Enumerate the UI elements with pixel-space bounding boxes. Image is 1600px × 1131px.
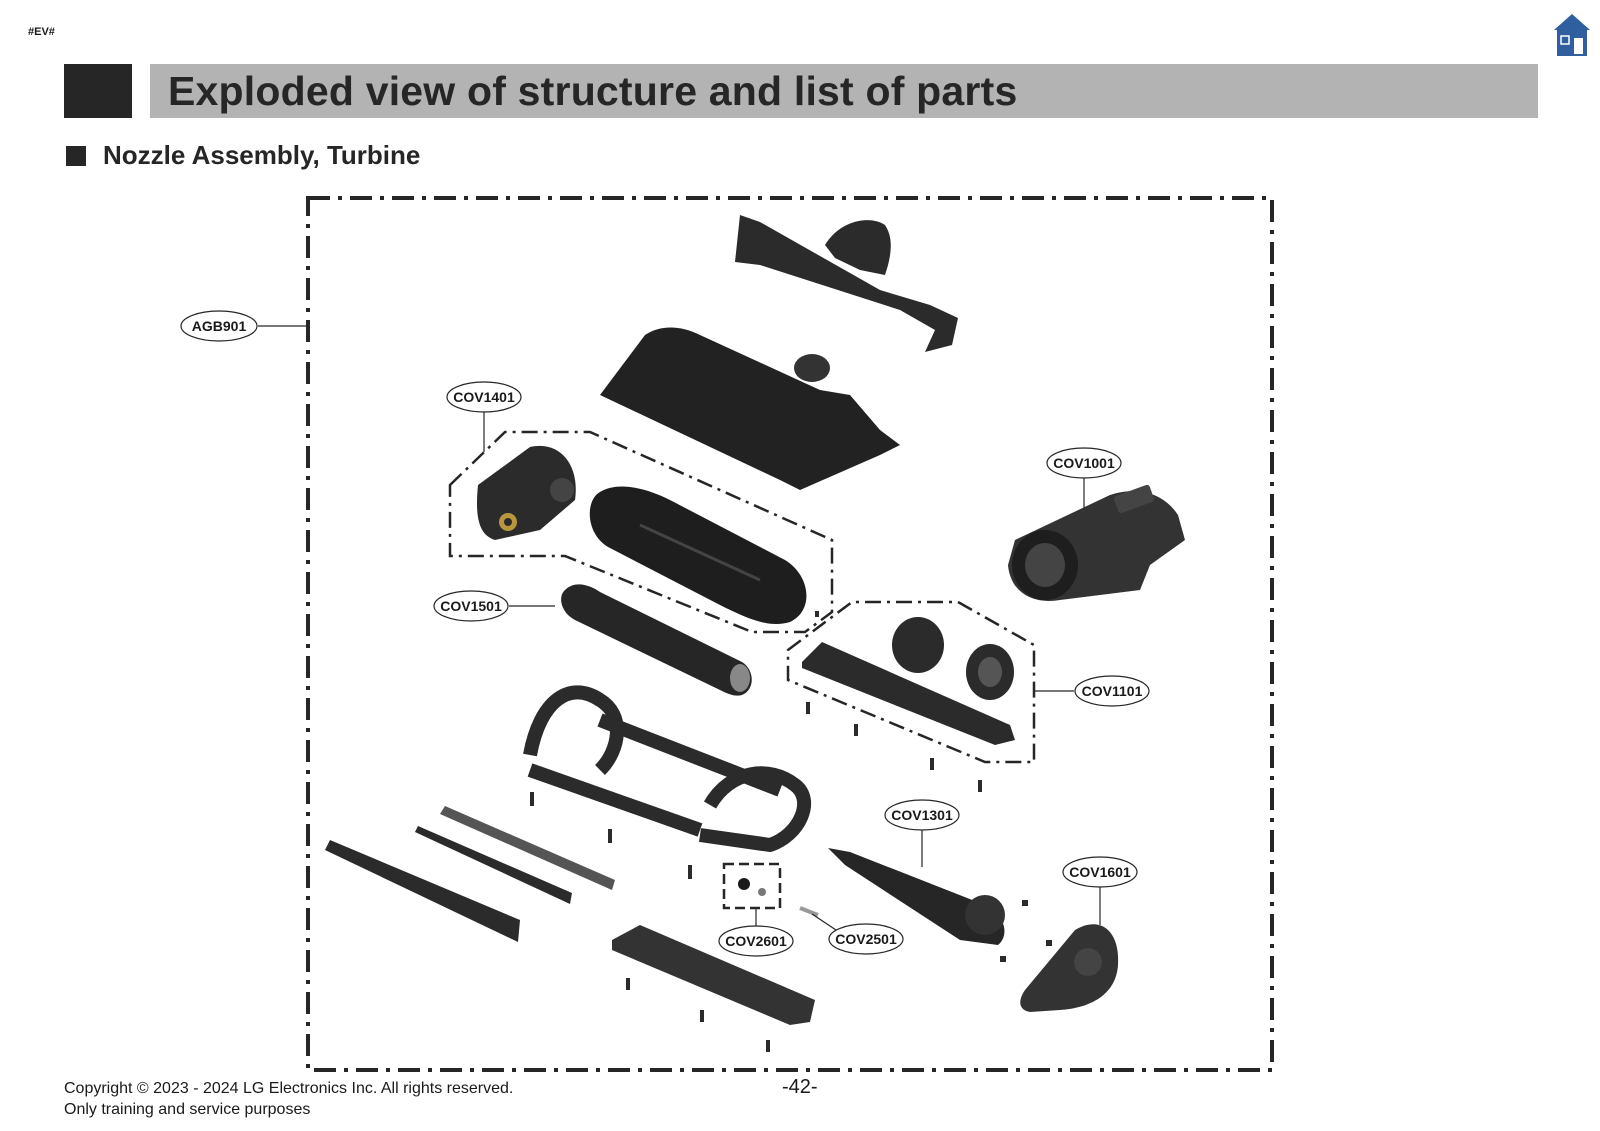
callout-agb901[interactable]: AGB901 [180, 310, 308, 342]
copyright-text: Copyright © 2023 - 2024 LG Electronics I… [64, 1080, 514, 1097]
callout-label: COV1601 [1069, 864, 1131, 880]
callout-label: COV1401 [453, 389, 515, 405]
part-sole-plate [612, 925, 815, 1025]
part-drive-shaft [828, 848, 1005, 945]
part-small-washer [758, 888, 766, 896]
part-side-cover [1020, 924, 1119, 1012]
screws [530, 611, 1052, 1052]
page-title: Exploded view of structure and list of p… [168, 67, 1018, 114]
part-front-bumper-strips [325, 806, 615, 942]
home-icon [1554, 14, 1590, 56]
callout-label: COV2501 [835, 931, 897, 947]
subassembly-boundary-wheels [786, 600, 1036, 764]
title-accent-block [64, 64, 132, 118]
callout-cov1401[interactable]: COV1401 [446, 381, 522, 452]
callout-label: COV2601 [725, 933, 787, 949]
callout-label: COV1501 [440, 598, 502, 614]
part-brush-end-cap [476, 445, 576, 540]
part-main-housing [600, 327, 900, 490]
document-tag: #EV# [28, 26, 55, 38]
usage-note: Only training and service purposes [64, 1101, 311, 1118]
callout-cov2601[interactable]: COV2601 [718, 908, 794, 957]
callout-label: COV1001 [1053, 455, 1115, 471]
callout-label: AGB901 [192, 318, 247, 334]
part-rear-roller [561, 584, 752, 696]
subassembly-boundary-brush [448, 430, 834, 634]
callout-label: COV1301 [891, 807, 953, 823]
part-small-bearing [738, 878, 750, 890]
part-chassis-frame [523, 685, 812, 852]
callout-cov2501[interactable]: COV2501 [811, 913, 904, 955]
home-button[interactable] [1552, 12, 1592, 58]
section-heading: Nozzle Assembly, Turbine [66, 140, 420, 171]
callout-cov1601[interactable]: COV1601 [1062, 856, 1138, 925]
part-brush-roll [589, 486, 807, 625]
subassembly-boundary-small [722, 862, 782, 910]
callout-cov1301[interactable]: COV1301 [884, 799, 960, 867]
part-pin [799, 906, 819, 917]
title-bar: Exploded view of structure and list of p… [150, 64, 1538, 118]
part-top-cover [735, 215, 958, 352]
part-motor-housing [1008, 484, 1185, 601]
assembly-boundary [306, 196, 1274, 1072]
part-wheel-carrier [802, 617, 1015, 745]
callout-cov1001[interactable]: COV1001 [1046, 447, 1122, 518]
page-number: -42- [782, 1076, 818, 1098]
footer: Copyright © 2023 - 2024 LG Electronics I… [64, 1078, 513, 1120]
callout-cov1101[interactable]: COV1101 [1034, 675, 1150, 707]
callout-label: COV1101 [1082, 683, 1143, 699]
bullet-square-icon [66, 145, 86, 166]
callout-cov1501[interactable]: COV1501 [433, 590, 555, 622]
section-title: Nozzle Assembly, Turbine [103, 140, 421, 170]
